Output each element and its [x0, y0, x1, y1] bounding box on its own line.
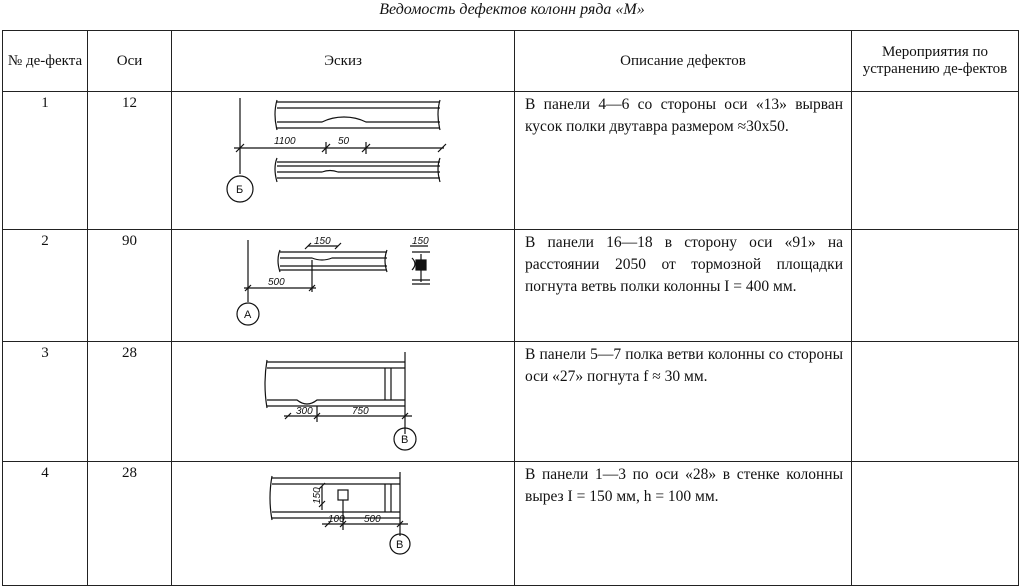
- header-num: № де-фекта: [2, 30, 88, 92]
- dim-150: 150: [312, 487, 323, 504]
- dim-300: 300: [296, 406, 313, 417]
- dim-500: 500: [268, 277, 285, 288]
- defect-number: 4: [2, 461, 88, 586]
- defect-number: 1: [2, 91, 88, 230]
- axis-value: 28: [87, 461, 172, 586]
- table-row: 3 28: [2, 341, 1019, 462]
- sketch-drawing: 150 100 500 В: [269, 472, 411, 555]
- table-row: 4 28: [2, 461, 1019, 586]
- defect-number: 2: [2, 229, 88, 342]
- sketch-cell: 1100 50 Б: [171, 91, 515, 230]
- table-row: 1 12: [2, 91, 1019, 230]
- axis-value: 12: [87, 91, 172, 230]
- measures-cell: [851, 91, 1019, 230]
- page-title: Ведомость дефектов колонн ряда «М»: [379, 1, 645, 18]
- dim-150-section: 150: [412, 236, 429, 247]
- header-axes: Оси: [87, 30, 172, 92]
- axis-label: В: [396, 539, 403, 551]
- header-row: № де-фекта Оси Эскиз Описание дефектов М…: [2, 30, 1019, 92]
- dim-100: 100: [328, 514, 345, 525]
- dim-1100: 1100: [274, 136, 296, 147]
- dim-500: 500: [364, 514, 381, 525]
- header-measures: Мероприятия по устранению де-фектов: [851, 30, 1019, 92]
- measures-cell: [851, 341, 1019, 462]
- measures-cell: [851, 229, 1019, 342]
- defect-description: В панели 16—18 в сторону оси «91» на рас…: [514, 229, 852, 342]
- header-sketch: Эскиз: [171, 30, 515, 92]
- defects-table: № де-фекта Оси Эскиз Описание дефектов М…: [2, 30, 1019, 586]
- dim-150-top: 150: [314, 236, 331, 247]
- defect-description: В панели 4—6 со стороны оси «13» вырван …: [514, 91, 852, 230]
- dim-50: 50: [338, 136, 350, 147]
- table-row: 2 90: [2, 229, 1019, 342]
- axis-label: Б: [236, 184, 243, 196]
- defect-description: В панели 1—3 по оси «28» в стенке колонн…: [514, 461, 852, 586]
- axis-value: 90: [87, 229, 172, 342]
- axis-value: 28: [87, 341, 172, 462]
- axis-label: В: [401, 434, 408, 446]
- measures-cell: [851, 461, 1019, 586]
- defect-description: В панели 5—7 полка ветви колонны со стор…: [514, 341, 852, 462]
- sketch-drawing: 150 500 150 А: [236, 236, 430, 326]
- sketch-cell: 300 750 В: [171, 341, 515, 462]
- sketch-cell: 150 100 500 В: [171, 461, 515, 586]
- dim-750: 750: [352, 406, 369, 417]
- defect-number: 3: [2, 341, 88, 462]
- header-description: Описание дефектов: [514, 30, 852, 92]
- sketch-drawing: 300 750 В: [264, 352, 417, 451]
- sketch-drawing: 1100 50 Б: [226, 98, 447, 203]
- sketch-cell: 150 500 150 А: [171, 229, 515, 342]
- axis-label: А: [244, 309, 252, 321]
